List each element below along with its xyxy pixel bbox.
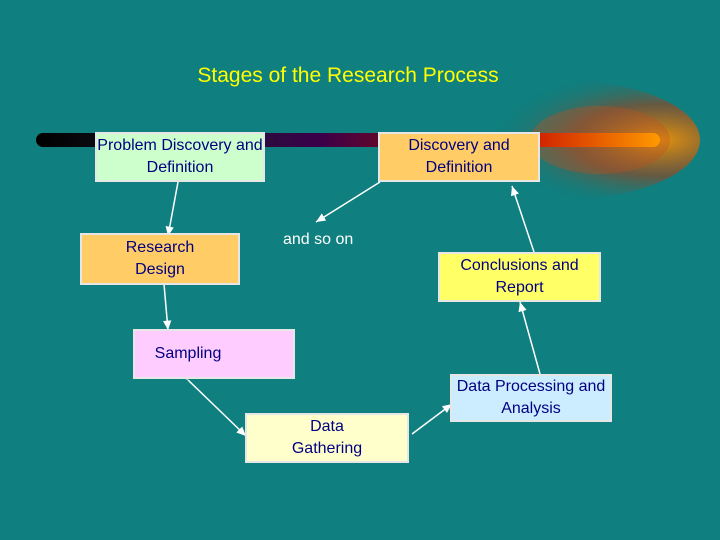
stage-conclusions-label: Conclusions and Report (460, 257, 579, 296)
and-so-on-label: and so on (283, 231, 354, 248)
stage-problem-discovery-label: Problem Discovery and Definition (97, 137, 263, 176)
stage-problem-discovery: Problem Discovery and Definition (95, 132, 265, 182)
diagram-title: Stages of the Research Process (197, 64, 499, 87)
arrow-sampling-to-gathering (178, 370, 247, 437)
arrow-problem-to-design (165, 181, 179, 237)
stage-sampling-label: Sampling (154, 345, 222, 362)
stage-discovery-definition: Discovery and Definition (378, 132, 540, 182)
stage-discovery-definition-label: Discovery and Definition (408, 137, 510, 176)
arrow-discovery-to-andsoon (315, 181, 381, 223)
stage-research-design-label: Research Design (125, 239, 195, 278)
arrow-design-to-sampling (162, 283, 172, 331)
stage-data-gathering: Data Gathering (245, 413, 409, 463)
stage-research-design: Research Design (80, 233, 240, 285)
stage-conclusions: Conclusions and Report (438, 252, 601, 302)
arrow-conclusions-to-discovery (511, 185, 535, 253)
stage-data-processing-label: Data Processing and Analysis (456, 378, 606, 417)
arrow-gathering-to-processing (411, 403, 453, 435)
stage-sampling: Sampling (133, 329, 295, 379)
stage-data-processing: Data Processing and Analysis (450, 374, 612, 422)
arrow-processing-to-conclusions (518, 301, 541, 375)
stage-data-gathering-label: Data Gathering (291, 418, 363, 457)
